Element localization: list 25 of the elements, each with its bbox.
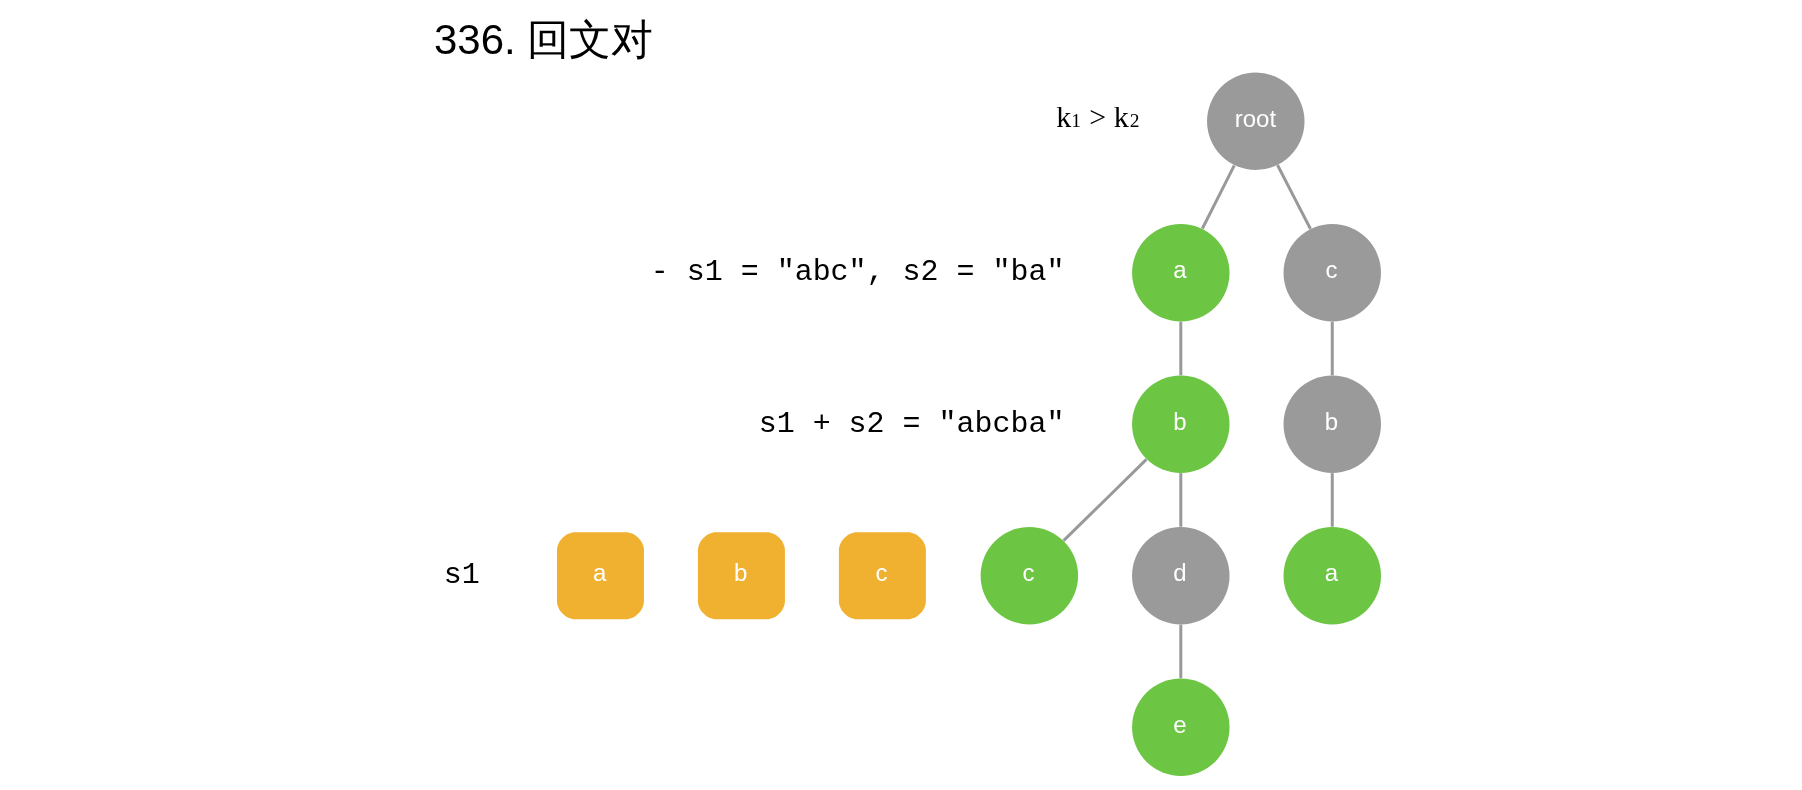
node-circle: e	[1131, 678, 1230, 776]
label: s1 + s2 = "abcba"	[758, 406, 1065, 441]
node-circle: a	[1131, 224, 1230, 322]
node-circle: root	[1206, 72, 1304, 171]
label: k1 > k2	[1055, 100, 1140, 134]
node-box: a	[556, 532, 644, 620]
connector	[1178, 624, 1182, 679]
connector	[1330, 473, 1334, 527]
connector	[1178, 473, 1182, 527]
label: s1	[443, 558, 480, 593]
node-circle: b	[1283, 375, 1381, 473]
node-circle: a	[1283, 526, 1381, 625]
node-circle: b	[1131, 375, 1230, 473]
node-circle: c	[980, 526, 1078, 625]
connector	[1178, 321, 1182, 376]
connector	[1062, 458, 1147, 542]
label: - s1 = "abc", s2 = "ba"	[650, 255, 1065, 290]
connector	[1330, 321, 1334, 376]
connector	[1275, 164, 1312, 230]
node-box: c	[838, 532, 926, 620]
node-box: b	[697, 532, 785, 620]
diagram-title: 336. 回文对	[433, 15, 653, 63]
node-circle: c	[1283, 224, 1381, 322]
connector	[1200, 164, 1236, 230]
node-circle: d	[1131, 526, 1230, 625]
